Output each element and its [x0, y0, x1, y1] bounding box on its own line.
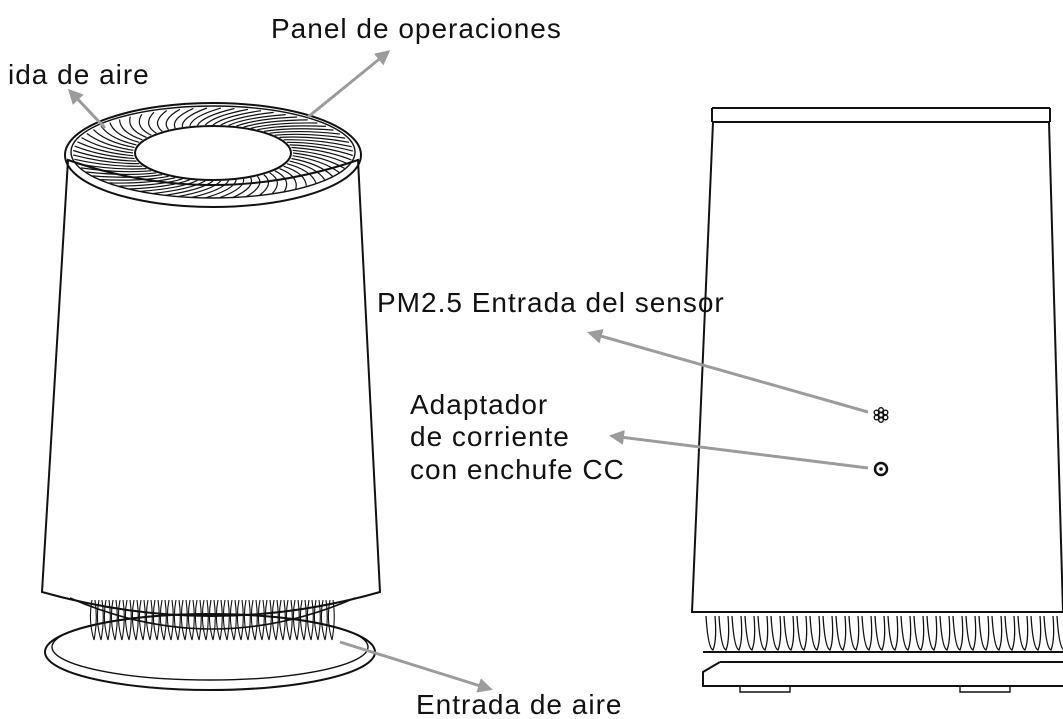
back-view-purifier — [690, 107, 1063, 693]
top-rim — [64, 102, 362, 208]
back-base — [702, 661, 1063, 687]
panel-arrow — [307, 50, 391, 119]
control-panel — [134, 125, 292, 181]
outlet-arrow — [67, 88, 107, 130]
adapter-arrow — [609, 430, 869, 470]
sensor-arrow — [587, 329, 869, 414]
adapter-label-line2: de corriente — [410, 421, 570, 452]
sensor-grille-icon — [873, 406, 889, 423]
dc-port-icon — [873, 461, 889, 477]
top-outlet-grille — [72, 107, 354, 199]
bottom-intake-grille — [69, 597, 356, 641]
adapter-label-line1: Adaptador — [410, 389, 548, 420]
back-body — [690, 121, 1063, 613]
inlet-arrow — [339, 640, 493, 693]
inlet-label: Entrada de aire — [416, 689, 622, 719]
back-intake-grille — [705, 615, 1063, 651]
adapter-label-line3: con enchufe CC — [410, 454, 625, 485]
front-view-purifier — [40, 102, 382, 691]
front-body — [40, 158, 382, 617]
panel-label: Panel de operaciones — [271, 13, 562, 44]
outlet-label: ida de aire — [8, 59, 150, 90]
sensor-label: PM2.5 Entrada del sensor — [377, 287, 725, 318]
